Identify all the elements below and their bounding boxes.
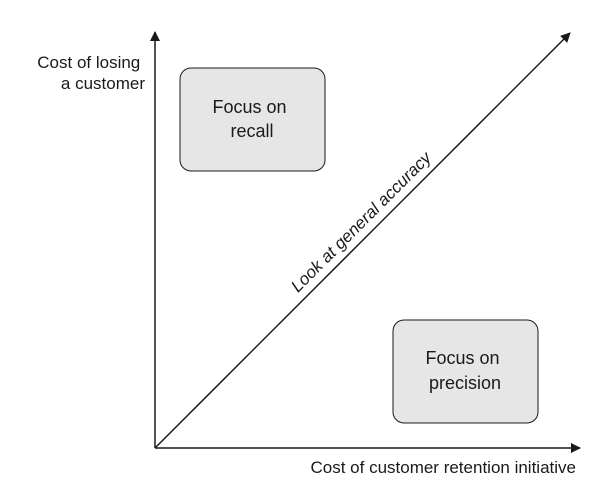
diagonal-arrow — [154, 32, 571, 449]
bottom-right-box-text: Focus on precision — [425, 348, 504, 393]
bottom-right-box-line-2: precision — [429, 373, 501, 393]
y-axis-label-line-2: a customer — [61, 74, 145, 93]
bottom-right-box-line-1: Focus on — [425, 348, 499, 368]
top-left-box-text: Focus on recall — [212, 97, 291, 141]
bottom-right-box-shape — [392, 319, 539, 424]
top-left-box-line-2: recall — [230, 121, 273, 141]
y-axis-label: Cost of losing a customer — [37, 53, 145, 93]
top-left-box-line-1: Focus on — [212, 97, 286, 117]
y-axis-label-line-1: Cost of losing — [37, 53, 140, 72]
x-axis-label: Cost of customer retention initiative — [310, 458, 576, 477]
top-left-box-shape — [179, 67, 326, 172]
bottom-right-box: Focus on precision — [392, 319, 539, 424]
top-left-box: Focus on recall — [179, 67, 326, 172]
